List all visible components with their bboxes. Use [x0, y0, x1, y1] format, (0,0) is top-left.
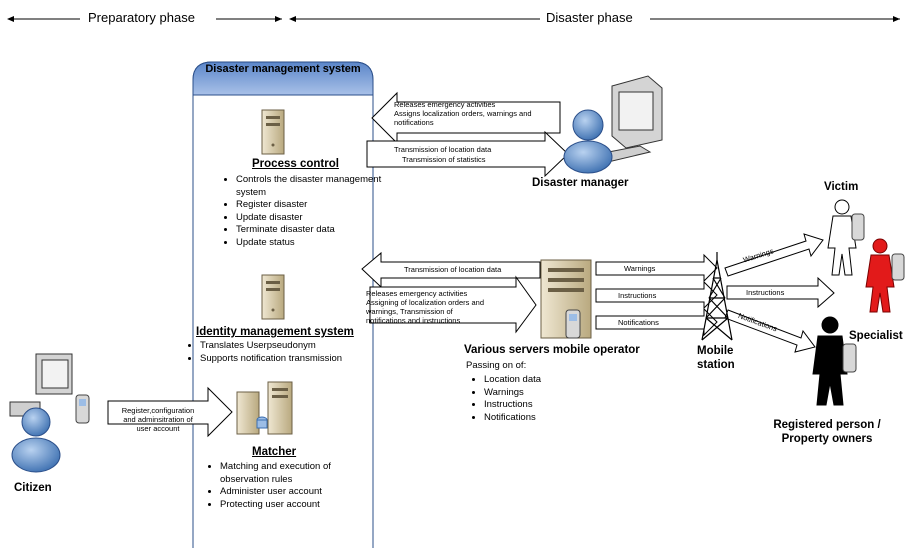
list-item: Instructions: [484, 399, 604, 412]
process-control-list: Controls the disaster management system …: [222, 174, 386, 249]
arrow-location-left: [361, 251, 541, 289]
notifications-label: Notifications: [618, 318, 659, 327]
mobile-tower-icon: [701, 252, 733, 341]
disaster-phase-label: Disaster phase: [544, 10, 635, 25]
registered-person-icon: [812, 316, 857, 406]
list-item: Protecting user account: [220, 499, 380, 512]
list-item: Controls the disaster management system: [236, 174, 386, 199]
list-item: Translates Userpseudonym: [200, 340, 400, 353]
register-text-2: and adminsitration of: [123, 415, 193, 424]
notifications-instructions-text: notifications and instructions: [366, 316, 461, 325]
operator-title: Various servers mobile operator: [464, 344, 640, 356]
list-item: Matching and execution of observation ru…: [220, 461, 380, 486]
list-item: Notifications: [484, 412, 604, 425]
registered-person-label-1: Registered person /: [773, 419, 881, 431]
citizen-icon: [9, 353, 90, 473]
register-text-1: Register,configuration: [121, 406, 195, 415]
victim-label: Victim: [824, 181, 859, 193]
transmission-statistics-text: Transmission of statistics: [402, 155, 486, 164]
warnings-label: Warnings: [624, 264, 656, 273]
mobile-station-label-2: station: [697, 359, 735, 371]
disaster-manager-label: Disaster manager: [532, 177, 629, 189]
operator-subtitle: Passing on of:: [466, 360, 527, 371]
releases-text: Releases emergency activities: [394, 100, 496, 109]
dms-title: Disaster management system: [205, 63, 361, 75]
register-text-3: user account: [136, 424, 180, 433]
list-item: Administer user account: [220, 486, 380, 499]
warnings-transmission-text: warnings, Transmission of: [366, 307, 453, 316]
list-item: Warnings: [484, 387, 604, 400]
operator-list: Location data Warnings Instructions Noti…: [470, 374, 604, 424]
transmission-location-text-2: Transmission of location data: [404, 265, 502, 274]
identity-server-icon: [261, 274, 285, 320]
matcher-title: Matcher: [252, 446, 297, 458]
identity-title: Identity management system: [196, 326, 354, 338]
mobile-operator-server-icon: [540, 259, 592, 339]
specialist-label: Specialist: [849, 330, 903, 342]
dms-container: [192, 61, 374, 548]
disaster-manager-icon: [563, 75, 663, 174]
releases-text-2: Releases emergency activities: [366, 289, 468, 298]
arrow-releases-right: [369, 275, 537, 334]
assigns-text: Assigns localization orders, warnings an…: [394, 109, 532, 127]
victim-icon: [827, 199, 865, 276]
specialist-icon: [865, 238, 905, 313]
matcher-servers-icon: [236, 381, 293, 435]
list-item: Location data: [484, 374, 604, 387]
identity-list: Translates Userpseudonym Supports notifi…: [186, 340, 400, 365]
mobile-station-label-1: Mobile: [697, 345, 734, 357]
list-item: Update status: [236, 237, 386, 250]
preparatory-phase-label: Preparatory phase: [86, 10, 197, 25]
assigning-text: Assigning of localization orders and: [366, 298, 484, 307]
list-item: Update disaster: [236, 212, 386, 225]
list-item: Register disaster: [236, 199, 386, 212]
process-control-server-icon: [261, 109, 285, 155]
matcher-list: Matching and execution of observation ru…: [206, 461, 380, 511]
list-item: Terminate disaster data: [236, 224, 386, 237]
arrow-citizen-right: [107, 386, 233, 438]
arrows-to-people: [724, 233, 835, 353]
transmission-location-text: Transmission of location data: [394, 145, 492, 154]
instructions-label-right: Instructions: [746, 288, 785, 297]
arrow-transmission-right: [366, 130, 569, 178]
list-item: Supports notification transmission: [200, 353, 400, 366]
arrows-to-mobile-station: [595, 253, 718, 337]
process-control-title: Process control: [252, 158, 339, 170]
instructions-label: Instructions: [618, 291, 657, 300]
registered-person-label-2: Property owners: [781, 433, 873, 445]
citizen-label: Citizen: [14, 482, 52, 494]
